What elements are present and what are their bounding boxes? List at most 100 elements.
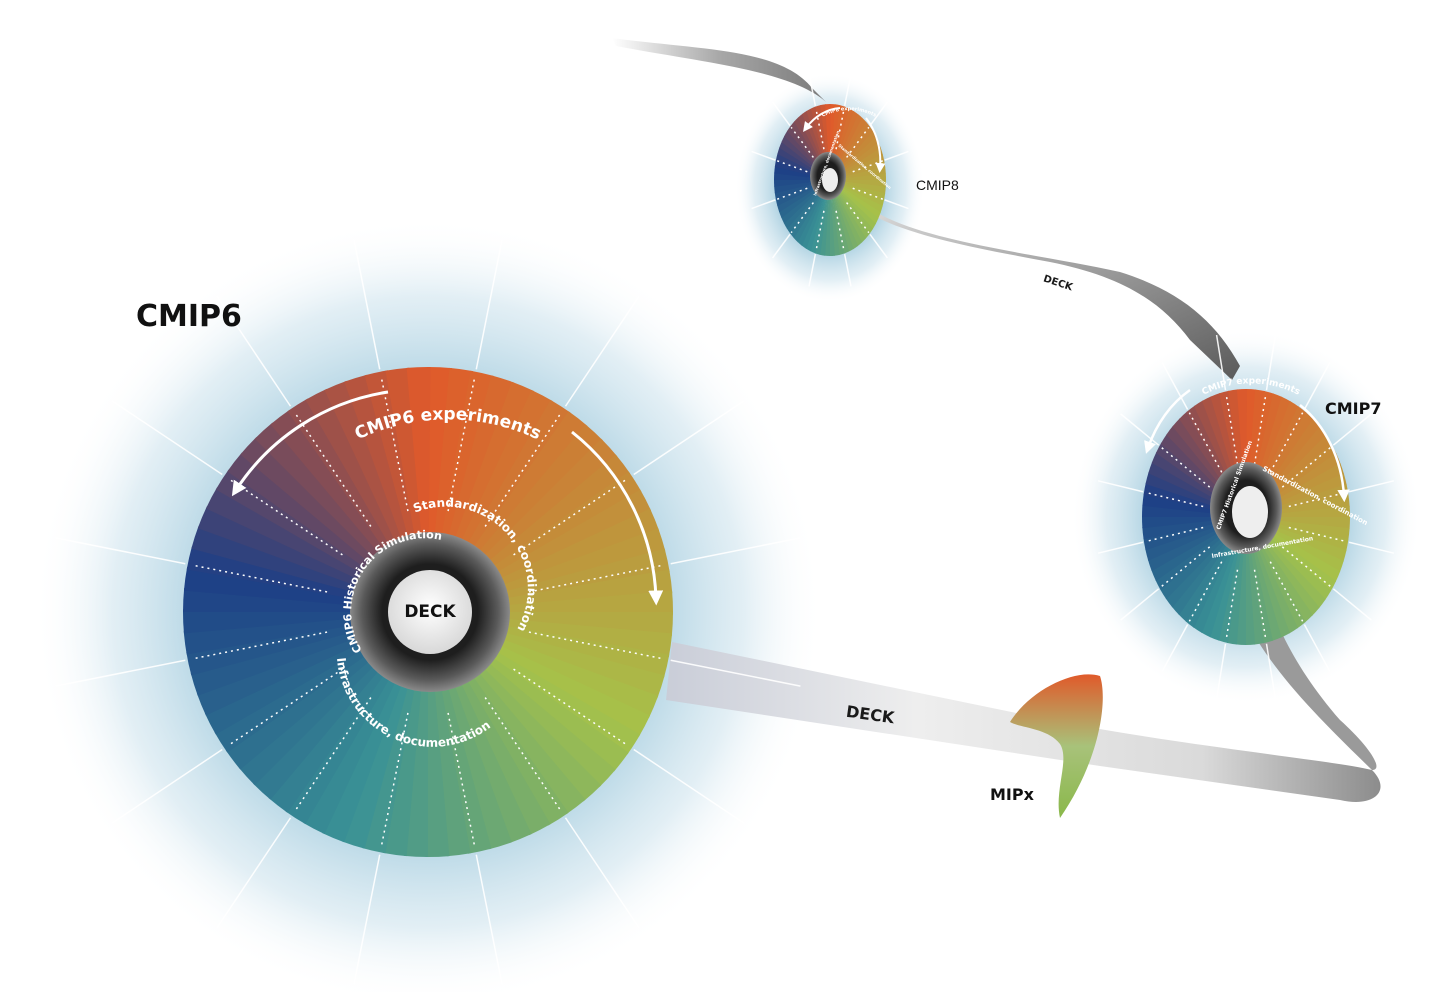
cmip6-wheel-spoke [55,659,186,687]
cmip6-wheel-divider [528,631,664,660]
cmip8-wheel-divider [835,210,845,253]
cmip6-wheel-divider [447,376,476,512]
cmip7-wheel-spoke [1265,334,1277,391]
cmip7-arrow-left [1144,388,1191,454]
cmip8-wheel-divider [790,202,814,234]
cmip6-wheel-divider [380,376,409,512]
cmip7-wheel-divider [1281,446,1332,488]
cmip7-wheel-spoke [1332,588,1372,621]
cmip7-wheel-divider [1281,546,1332,588]
cmip7-wheel-spoke [1303,362,1331,410]
cmip6-wheel-spoke [670,537,801,565]
cmip6-wheel-spoke [55,537,186,565]
cmip8-wheel-spoke [869,101,889,127]
cmip7-center-core [1232,486,1268,538]
cmip8-wheel-divider [815,210,825,253]
cmip6-wheel-spoke [475,854,503,985]
cmip6-wheel-divider [513,668,629,747]
cmip8-wheel-sector [830,180,850,254]
cmip8-wheel-spoke [843,73,852,107]
cmip6-wheel-spoke [633,748,745,824]
cmip6-wheel-divider [293,697,372,813]
cmip6-core-label: DECK [404,602,456,622]
cmip7-wheel-spoke [1215,334,1227,391]
cmip7-wheel-spoke [1161,624,1189,672]
cmip8-wheel-spoke [751,150,776,161]
cmip7-wheel-spoke [1097,541,1144,554]
cmip6-wheel-spoke [111,748,223,824]
cmip8-arrow-right [865,117,886,173]
cmip7-wheel-spoke [1120,588,1160,621]
mipx-label: MIPx [990,785,1035,804]
cmip6-wheel-divider [192,564,328,593]
cmip8-wheel-sector [830,180,879,225]
cmip8-wheel-sector [830,180,863,247]
deck-ribbon-upper-label: DECK [1042,274,1075,294]
cmip7-wheel-spoke [1348,480,1395,493]
cmip8-arrow-left [803,107,841,133]
cmip7-wheel-spoke [1303,624,1331,672]
cmip6-wheel-divider [192,631,328,660]
cmip7-wheel-divider [1145,526,1204,543]
cmip7-wheel-spoke [1348,541,1395,554]
cmip6-wheel-divider [293,411,372,527]
cmip8-wheel-sector [830,180,870,239]
cmip6-wheel-spoke [353,239,381,370]
cmip8-wheel-divider [815,107,825,150]
cmip7-wheel-divider [1160,446,1211,488]
cmip6-title: CMIP6 [136,299,242,334]
cmip6-wheel-spoke [216,295,292,407]
cmip7-wheel-divider [1288,491,1347,508]
cmip8-wheel-sector [830,180,876,230]
cmip6-wheel-divider [528,564,664,593]
cmip6-wheel-divider [513,477,629,556]
cmip8-wheel-spoke [884,199,909,210]
cmip6-wheel-spoke [111,400,223,476]
cmip7-title: CMIP7 [1325,399,1381,418]
cmip6-wheel-spoke [564,295,640,407]
cmip8-wheel-divider [846,126,870,158]
cmip6-wheel-spoke [216,817,292,929]
cmip6-wheel-divider [484,411,563,527]
cmip7-wheel-spoke [1215,643,1227,700]
deck-ribbon-upper [838,188,1240,380]
cmip8-wheel-sector [830,180,854,252]
cmip6-wheel-spoke [633,400,745,476]
cmip6-center-core [388,570,472,654]
cmip8-wheel-divider [846,202,870,234]
cmip6-wheel-spoke [564,817,640,929]
cmip8-center-core [822,168,838,192]
cmip8-wheel-spoke [843,253,852,287]
cmip6-wheel-divider [227,668,343,747]
cmip8-wheel-sector [830,180,858,250]
cmip8-incoming-ribbon [612,38,826,102]
cmip8-wheel-sector [830,180,873,235]
cmip7-wheel-divider [1160,546,1211,588]
cmip6-wheel-divider [484,697,563,813]
cmip6-wheel-spoke [475,239,503,370]
cmip8-wheel-spoke [771,101,791,127]
cmip8-wheel-spoke [751,199,776,210]
cmip8-wheel-spoke [771,233,791,259]
cmip6-wheel-divider [227,477,343,556]
cmip6-arrow-left [231,390,389,497]
cmip8-title: CMIP8 [916,177,959,193]
cmip6-wheel-spoke [670,659,801,687]
cmip8-wheel-sector [830,180,866,243]
cmip7-wheel-spoke [1097,480,1144,493]
cmip8-wheel-divider [835,107,845,150]
cmip6-wheel-divider [380,712,409,848]
cmip6-wheel-spoke [353,854,381,985]
cmip6-wheel-divider [447,712,476,848]
cmip8-wheel-spoke [869,233,889,259]
cmip8-wheel-spoke [808,73,817,107]
cmip8-wheel-spoke [808,253,817,287]
cmip7-wheel-divider [1145,491,1204,508]
cmip7-wheel-divider [1288,526,1347,543]
mipx-shape [1010,674,1103,818]
cmip7-arrow-right [1299,404,1350,503]
cmip8-wheel-spoke [884,150,909,161]
cmip7-wheel-spoke [1265,643,1277,700]
cmip8-wheel-divider [790,126,814,158]
